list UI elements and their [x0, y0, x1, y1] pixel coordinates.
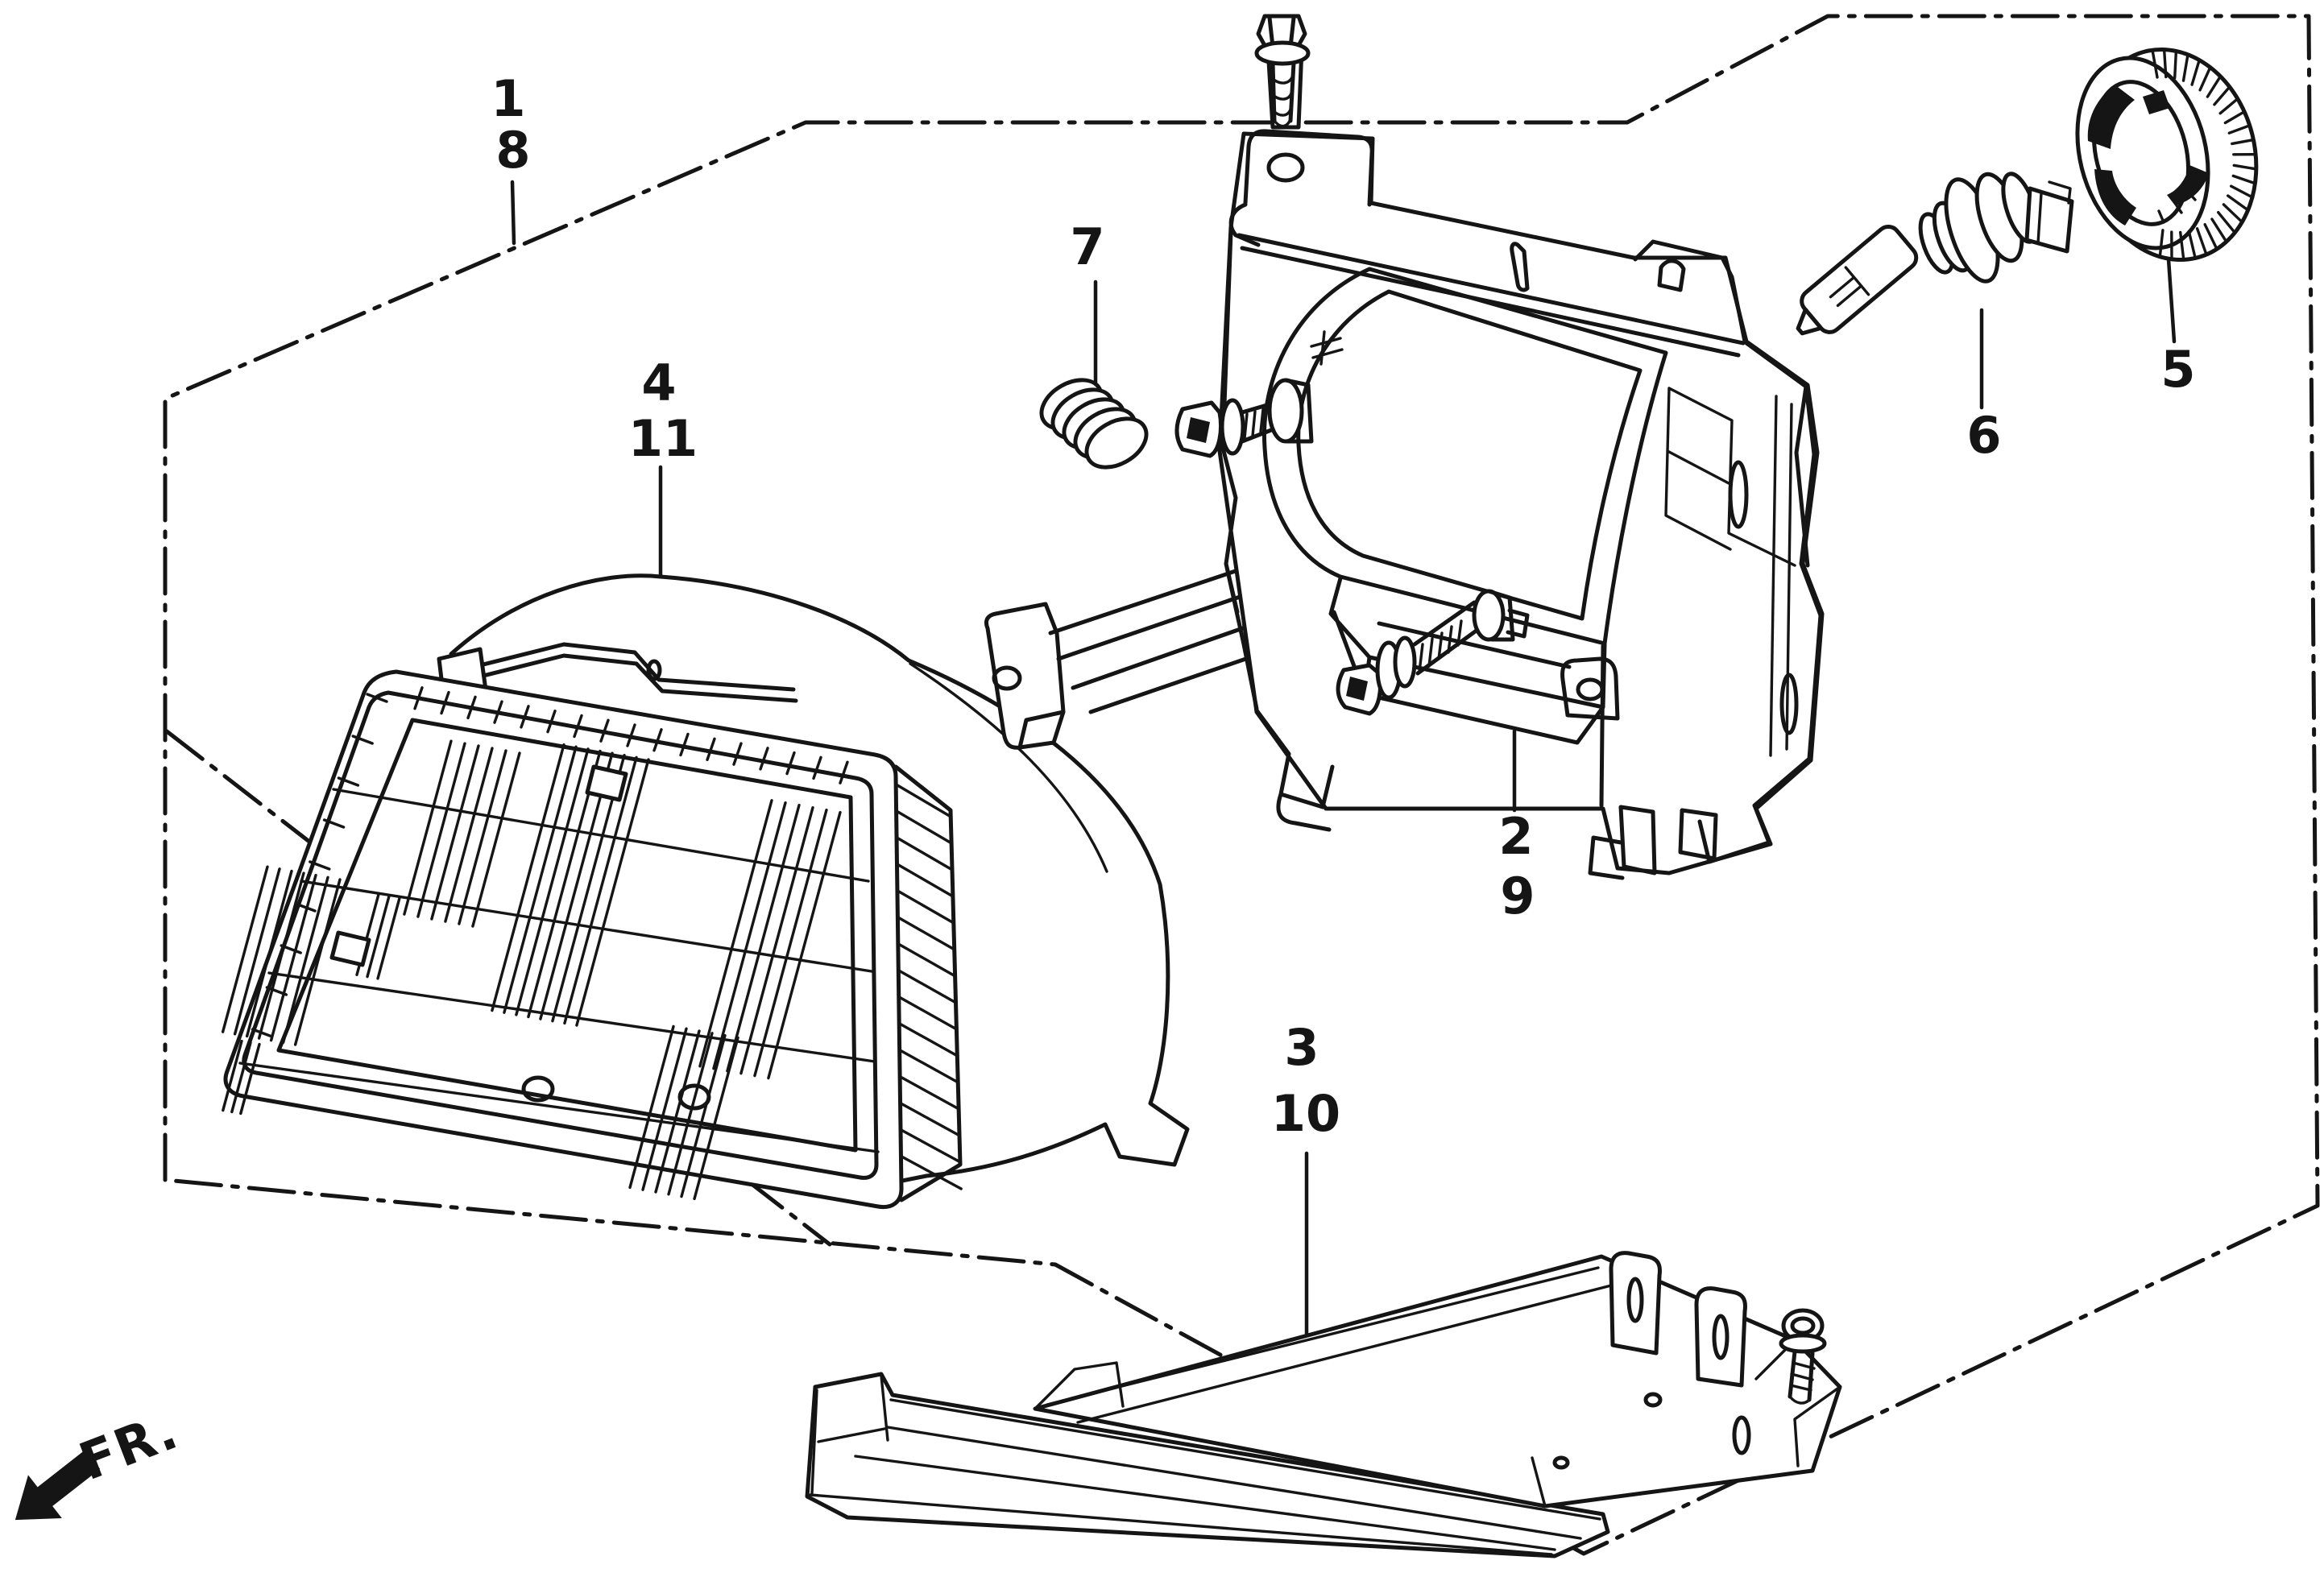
housing-right-ear — [1633, 239, 1747, 344]
housing-top-ear — [1228, 129, 1374, 247]
callout-4: 4 — [641, 354, 676, 412]
garnish-screw — [1779, 1308, 1827, 1405]
housing-slot — [1510, 242, 1530, 292]
front-direction-indicator: FR. — [14, 1401, 187, 1521]
lens-clip-tab — [329, 930, 371, 967]
housing-mid-bracket — [1664, 387, 1796, 567]
adjusting-screw-left — [1174, 378, 1314, 458]
callout-3: 3 — [1284, 1018, 1319, 1077]
headlamp-lens-assembly — [221, 524, 1375, 1210]
lens-plug — [521, 1075, 555, 1103]
rubber-cap — [2075, 47, 2259, 263]
fr-arrow-icon — [14, 1450, 101, 1521]
housing-opening-inner — [1296, 289, 1643, 621]
lens-bezel — [223, 669, 904, 1210]
halogen-bulb — [1796, 172, 2074, 336]
callout-10: 10 — [1271, 1084, 1340, 1143]
garnish-assembly — [805, 1251, 1842, 1558]
garnish-tab — [1609, 1251, 1662, 1356]
socket-hole — [1187, 417, 1210, 443]
mounting-bolt-top — [1254, 14, 1311, 130]
adjusting-screw-lower — [1336, 589, 1530, 716]
socket-hole — [1346, 677, 1368, 701]
callout-11: 11 — [628, 409, 698, 468]
callout-7: 7 — [1070, 217, 1104, 276]
mounting-arm — [984, 524, 1375, 750]
cap-ribs — [2151, 48, 2258, 262]
fr-label: FR. — [72, 1401, 187, 1493]
callout-2: 2 — [1498, 807, 1533, 866]
callout-8: 8 — [495, 121, 530, 180]
adjusting-spring — [1039, 378, 1149, 470]
callout-6: 6 — [1966, 406, 2001, 465]
callout-5: 5 — [2160, 340, 2195, 399]
housing-left-foot — [1254, 708, 1335, 832]
callouts: 1 8 4 11 7 2 9 3 10 5 6 — [491, 69, 2196, 1336]
housing-lower-bracket — [1560, 644, 1718, 880]
lens-fluting — [221, 686, 963, 1201]
headlamp-housing — [1217, 129, 1825, 880]
leader-5 — [2166, 257, 2177, 344]
housing-opening — [1261, 267, 1668, 646]
leader-1-8 — [510, 180, 516, 246]
lens-clip-tab — [585, 764, 628, 802]
callout-9: 9 — [1500, 867, 1535, 925]
callout-1: 1 — [491, 69, 525, 128]
lens-side-face — [893, 764, 963, 1202]
housing-tray — [1328, 576, 1607, 745]
garnish-tab — [1694, 1286, 1747, 1388]
bulb-connector — [2024, 186, 2074, 254]
lens-plug — [677, 1083, 711, 1111]
lens-optic-lines — [238, 788, 880, 1153]
housing-right-flange — [1697, 341, 1823, 864]
